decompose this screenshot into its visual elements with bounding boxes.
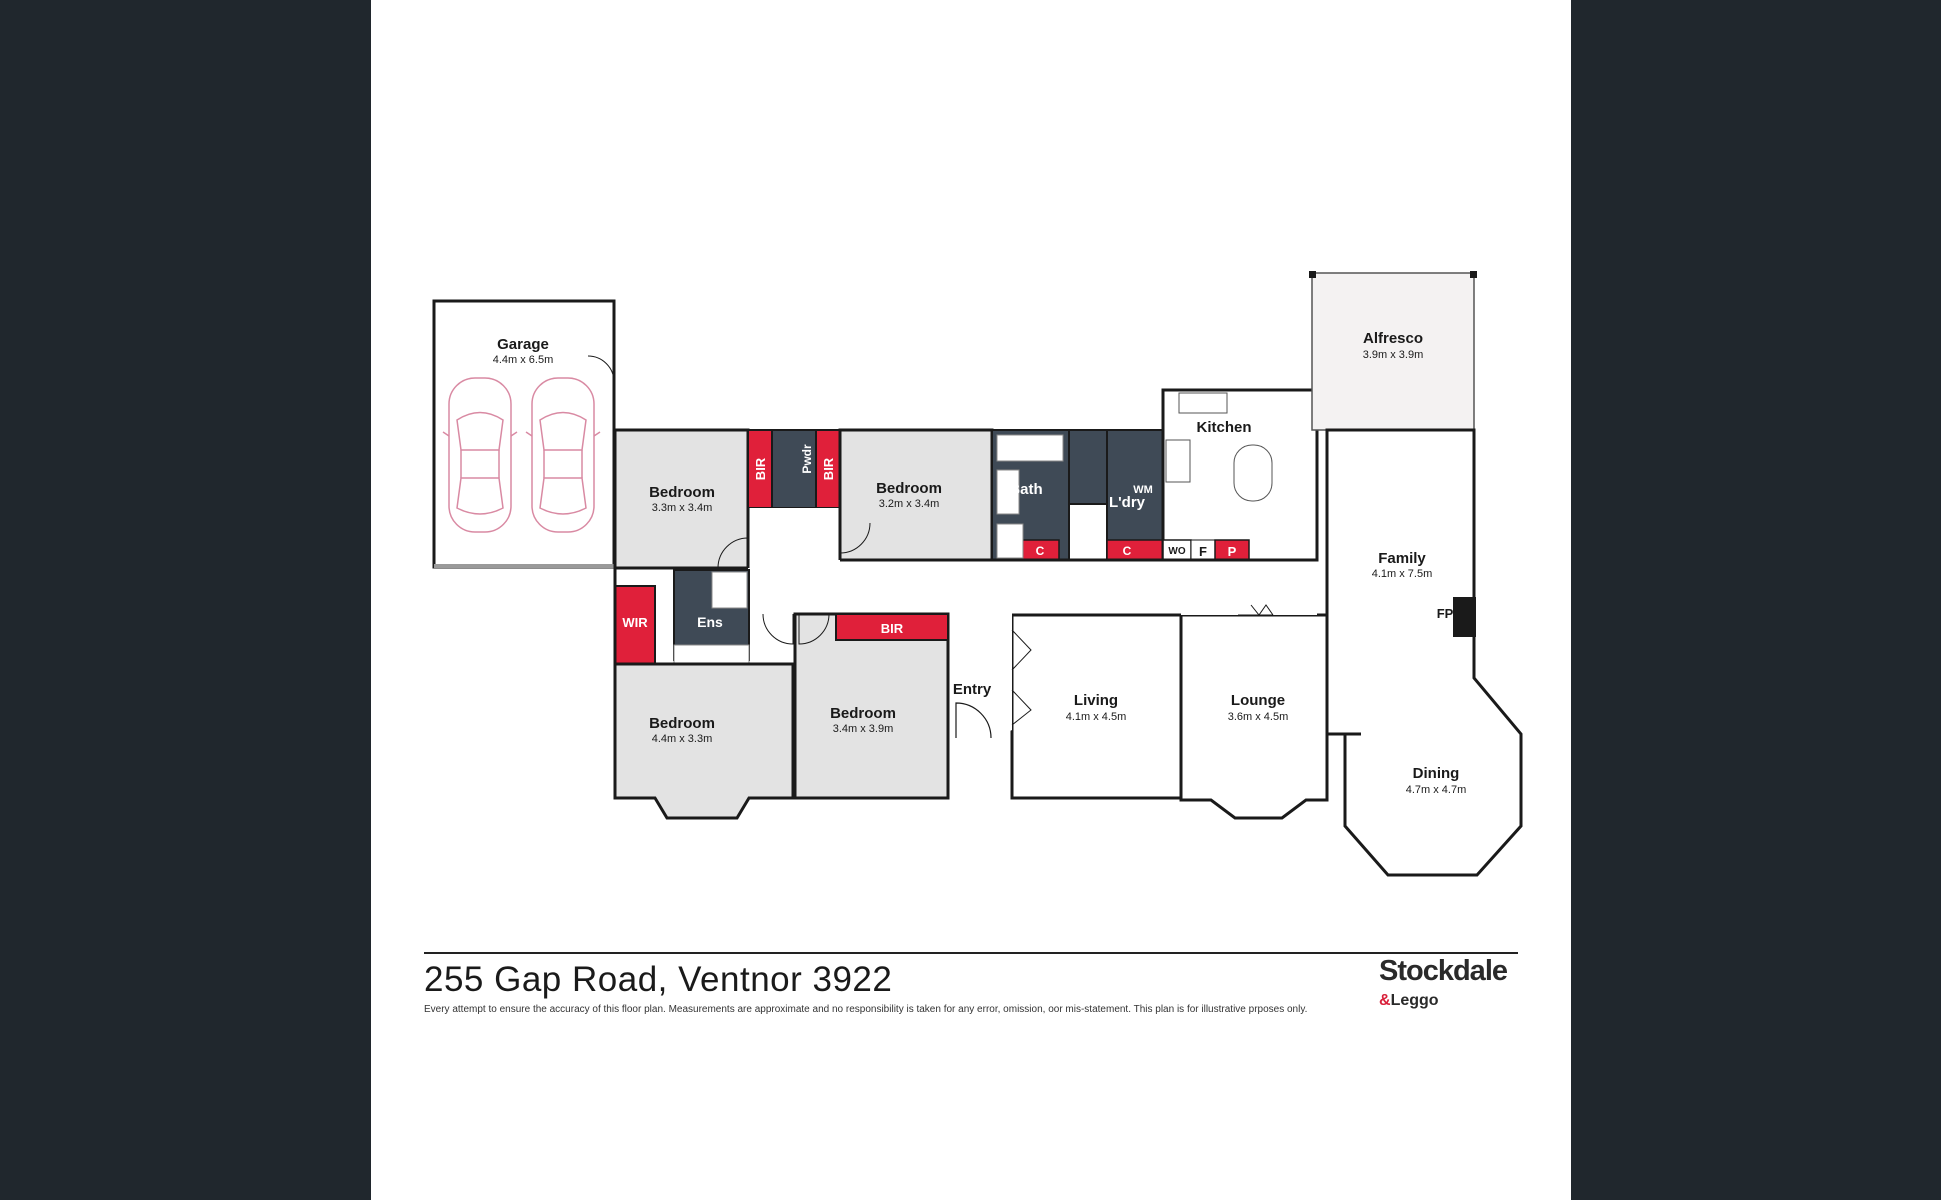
bedroom-1-dim: 3.3m x 3.4m [652, 502, 713, 514]
toilet-area [1068, 429, 1108, 505]
garage-label: Garage [497, 336, 549, 353]
family-area [1325, 428, 1523, 877]
bedroom-3-label: Bedroom [649, 715, 715, 732]
bir-right-label: BIR [821, 457, 836, 480]
bath-label: Bath [1009, 481, 1042, 498]
fireplace [1453, 597, 1476, 637]
bedroom-2-label: Bedroom [876, 480, 942, 497]
bedroom-4-label: Bedroom [830, 705, 896, 722]
living-area [1010, 613, 1183, 800]
bedroom-1-area [613, 428, 750, 570]
fireplace-label: FP [1437, 606, 1454, 621]
bir-left-label: BIR [753, 457, 768, 480]
bedroom-3-dim: 4.4m x 3.3m [652, 733, 713, 745]
lounge-dim: 3.6m x 4.5m [1228, 711, 1289, 723]
logo-ampersand: & [1379, 992, 1391, 1009]
car-icon [525, 377, 601, 533]
living-dim: 4.1m x 4.5m [1066, 711, 1127, 723]
dining-label: Dining [1413, 765, 1460, 782]
powder-room [771, 429, 817, 509]
lounge-area [1179, 613, 1329, 820]
wo-label: WO [1168, 546, 1185, 557]
bedroom-3-area [613, 662, 795, 820]
laundry-cupboard-label: C [1123, 544, 1132, 558]
entry-label: Entry [953, 681, 992, 698]
floor-plan-sheet: Garage 4.4m x 6.5m Bedroom 3.3m x 3.4m B… [371, 0, 1571, 1200]
living-label: Living [1074, 692, 1118, 709]
bir-left [747, 429, 773, 509]
logo-line-1: Stockdale [1379, 955, 1508, 987]
bir-bottom-label: BIR [881, 621, 904, 636]
bedroom-1-label: Bedroom [649, 484, 715, 501]
family-dim: 4.1m x 7.5m [1372, 568, 1433, 580]
wir [614, 585, 656, 665]
car-icon [442, 377, 518, 533]
lounge-label: Lounge [1231, 692, 1285, 709]
alfresco-label: Alfresco [1363, 330, 1423, 347]
bath-cupboard-label: C [1036, 544, 1045, 558]
alfresco-area [1311, 272, 1475, 431]
footer-divider [424, 952, 1518, 954]
agency-logo: Stockdale &Leggo [1379, 956, 1519, 1016]
dining-dim: 4.7m x 4.7m [1406, 784, 1467, 796]
bedroom-4-dim: 3.4m x 3.9m [833, 723, 894, 735]
laundry-label: L'dry [1109, 494, 1146, 511]
floor-plan-drawing: Garage 4.4m x 6.5m Bedroom 3.3m x 3.4m B… [432, 271, 1523, 877]
logo-line-2: Leggo [1390, 992, 1439, 1009]
fridge-label: F [1199, 544, 1207, 559]
bir-bottom [835, 613, 949, 641]
alfresco-dim: 3.9m x 3.9m [1363, 349, 1424, 361]
pantry-label: P [1228, 544, 1237, 559]
wm-label: WM [1133, 484, 1153, 496]
disclaimer-text: Every attempt to ensure the accuracy of … [424, 1004, 1308, 1015]
ensuite-label: Ens [697, 614, 723, 630]
property-address: 255 Gap Road, Ventnor 3922 [424, 960, 893, 999]
pwdr-label: Pwdr [800, 444, 814, 474]
bedroom-2-dim: 3.2m x 3.4m [879, 498, 940, 510]
family-label: Family [1378, 550, 1426, 567]
wir-label: WIR [622, 615, 648, 630]
kitchen-label: Kitchen [1196, 419, 1251, 436]
garage-dim: 4.4m x 6.5m [493, 354, 554, 366]
